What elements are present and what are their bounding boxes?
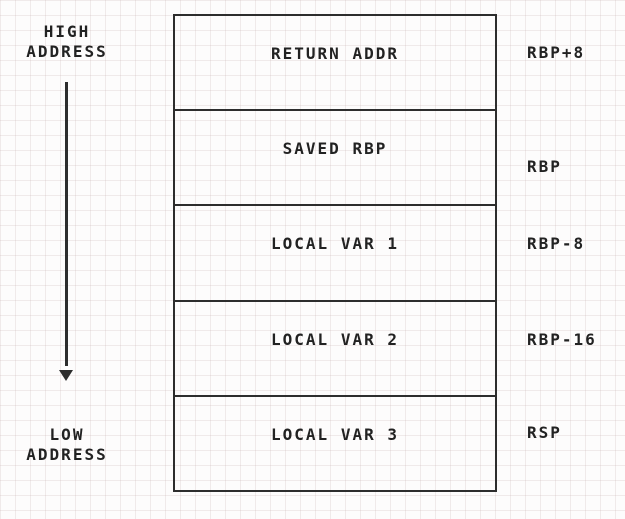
- stack-row-local-var-3: LOCAL VAR 3: [175, 397, 495, 490]
- stack-row-label: LOCAL VAR 2: [271, 329, 399, 349]
- stack-row-saved-rbp: SAVED RBP: [175, 111, 495, 207]
- stack-row-label: LOCAL VAR 1: [271, 234, 399, 254]
- offset-label-rbp: RBP: [527, 157, 562, 176]
- offset-label-rsp: RSP: [527, 423, 562, 442]
- stack-row-label: RETURN ADDR: [271, 44, 399, 63]
- arrow-down-icon: [59, 370, 73, 381]
- offset-label-rbp-minus-8: RBP-8: [527, 234, 586, 253]
- stack-frame-box: RETURN ADDR SAVED RBP LOCAL VAR 1 LOCAL …: [173, 14, 497, 492]
- stack-row-local-var-2: LOCAL VAR 2: [175, 302, 495, 397]
- stack-row-label: SAVED RBP: [282, 139, 388, 159]
- offset-label-rbp-minus-16: RBP-16: [527, 330, 597, 349]
- stack-row-return-addr: RETURN ADDR: [175, 16, 495, 112]
- stack-row-local-var-1: LOCAL VAR 1: [175, 206, 495, 302]
- stack-row-label: LOCAL VAR 3: [271, 424, 399, 444]
- address-direction-arrow-line: [65, 82, 68, 366]
- high-address-label: HIGH ADDRESS: [26, 22, 108, 61]
- low-address-label: LOW ADDRESS: [26, 425, 108, 464]
- offset-label-rbp-plus-8: RBP+8: [527, 43, 586, 62]
